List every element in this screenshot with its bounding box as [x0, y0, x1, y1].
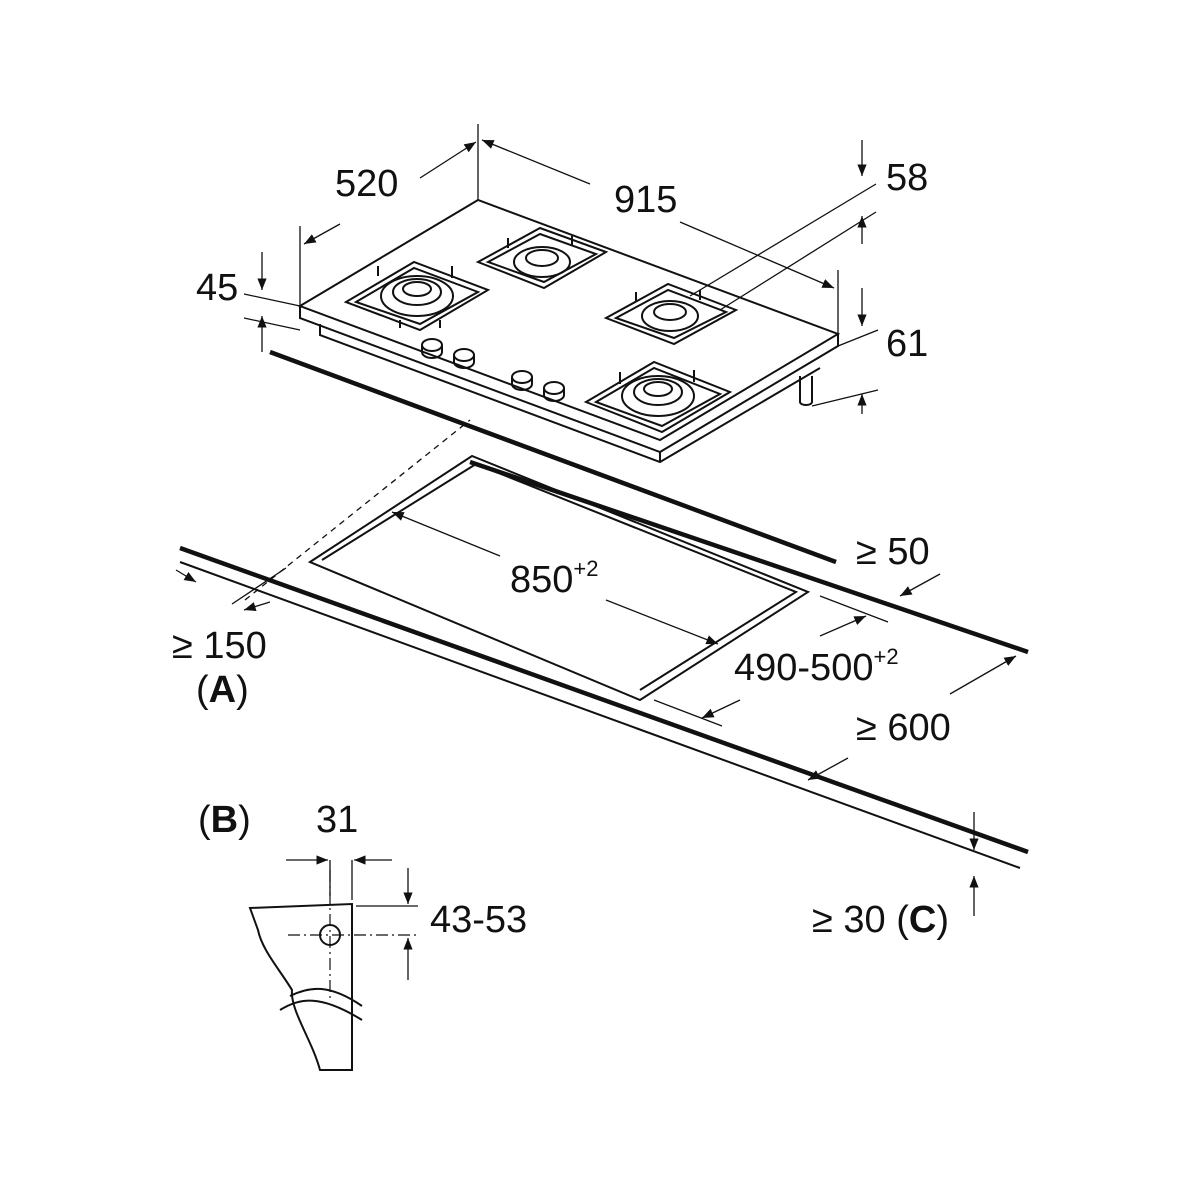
label-bracket-43-53: 43-53 [430, 899, 527, 941]
hob-glass-edge [299, 306, 839, 454]
burner-right-front [583, 360, 733, 434]
label-cutout-490-500: 490-500+2 [734, 644, 899, 689]
label-bracket-31: 31 [316, 799, 358, 841]
hob-drawing [297, 198, 841, 464]
label-side-150: ≥ 150 [172, 625, 267, 667]
bracket-detail [248, 855, 420, 1071]
label-clearance-58: 58 [886, 157, 928, 199]
label-worktop-30-c: ≥ 30 (C) [812, 899, 949, 941]
label-leg-61: 61 [886, 323, 928, 365]
worktop-cutout [307, 454, 811, 702]
worktop-drawing [179, 349, 1029, 869]
worktop-rear-edge [469, 459, 1029, 655]
burner-back [475, 226, 609, 290]
hob-body [319, 324, 821, 464]
burner-left [343, 260, 491, 332]
control-knobs [421, 338, 565, 402]
worktop-rear-back-edge [269, 349, 837, 565]
label-a: (A) [196, 669, 249, 711]
label-rear-50: ≥ 50 [856, 531, 930, 573]
bracket-body [248, 902, 353, 1071]
label-width-915: 915 [614, 179, 677, 221]
label-b: (B) [198, 799, 251, 841]
label-thickness-45: 45 [196, 267, 238, 309]
worktop-front-edge [179, 545, 1029, 855]
hob-leg [799, 376, 813, 406]
label-depth-520: 520 [335, 163, 398, 205]
dimension-labels: 520 915 58 45 61 850+2 490-500+2 ≥ 50 ≥ … [172, 157, 951, 941]
label-worktop-600: ≥ 600 [856, 707, 951, 749]
label-cutout-850: 850+2 [510, 556, 599, 601]
dimension-lines [175, 124, 1017, 916]
burner-right-back [603, 282, 739, 346]
